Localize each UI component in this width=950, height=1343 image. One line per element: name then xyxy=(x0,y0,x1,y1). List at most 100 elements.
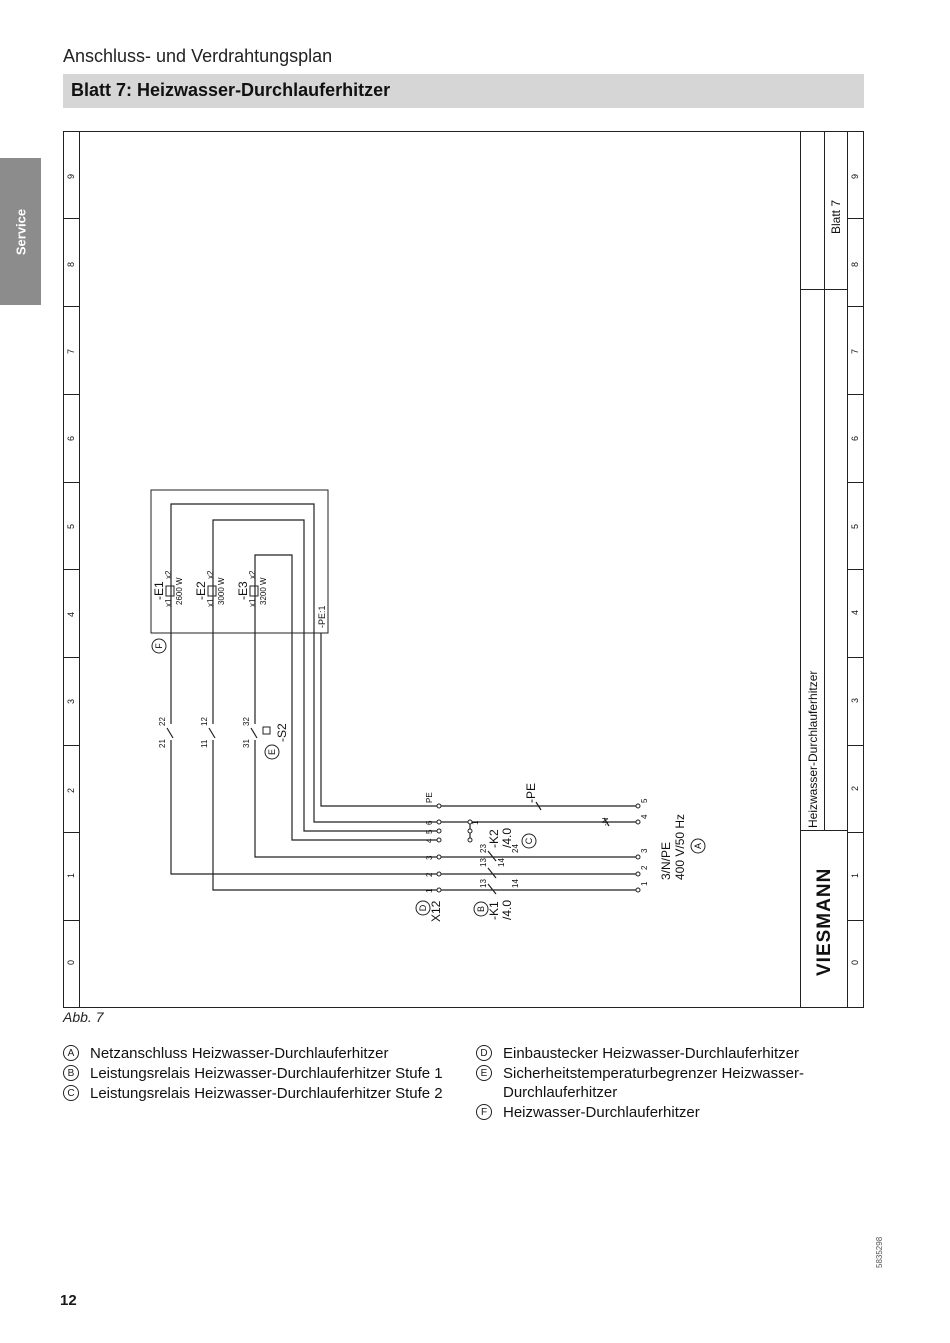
legend-text: Heizwasser-Durchlauferhitzer xyxy=(503,1104,700,1121)
grid-number: 1 xyxy=(66,873,76,878)
heater-terminal-x1: x1 xyxy=(164,598,173,607)
grid-number: 3 xyxy=(850,698,860,703)
sheet-title: Blatt 7: Heizwasser-Durchlauferhitzer xyxy=(71,80,391,100)
marker-letter: F xyxy=(154,643,164,649)
grid-number: 2 xyxy=(66,788,76,793)
terminal-number: 6 xyxy=(425,820,434,825)
n-label: -N xyxy=(601,817,610,826)
legend-item: A Netzanschluss Heizwasser-Durchlauferhi… xyxy=(63,1044,443,1063)
heater-name: -E3 xyxy=(236,581,250,600)
title-block-description: Heizwasser-Durchlauferhitzer xyxy=(806,671,820,828)
legend-text: Leistungsrelais Heizwasser-Durchlauferhi… xyxy=(90,1065,443,1082)
grid-number: 7 xyxy=(850,349,860,354)
grid-number: 4 xyxy=(850,610,860,615)
x12-label: X12 xyxy=(429,900,443,922)
terminal-number: 24 xyxy=(511,844,520,853)
service-side-tab[interactable]: Service xyxy=(0,158,41,305)
legend-text: Netzanschluss Heizwasser-Durchlauferhitz… xyxy=(90,1045,389,1062)
grid-number: 5 xyxy=(850,524,860,529)
terminal-number: 4 xyxy=(425,838,434,843)
heater-terminal-x2: x2 xyxy=(164,570,173,579)
k1-label: -K1 xyxy=(487,901,501,920)
marker-letter: A xyxy=(693,843,703,849)
legend-letter: D xyxy=(476,1045,492,1061)
heating-element-symbol xyxy=(165,585,175,597)
legend-letter: C xyxy=(63,1085,79,1101)
section-title: Anschluss- und Verdrahtungsplan xyxy=(63,46,333,66)
grid-numbers-left: 0 1 2 3 4 5 6 7 8 9 xyxy=(66,174,76,965)
title-block-sheet: Blatt 7 xyxy=(829,200,843,234)
k1-ref: /4.0 xyxy=(500,900,514,920)
contact-terminal: 32 xyxy=(242,717,251,726)
heater-box xyxy=(150,489,329,634)
heater-power: 3000 W xyxy=(217,577,226,605)
supply-terminal-labels: 1 2 3 4 5 xyxy=(640,798,649,886)
terminal-number: 5 xyxy=(640,798,649,803)
figure-label: Abb. 7 xyxy=(63,1009,104,1025)
diagram-frame xyxy=(63,131,864,1008)
marker-c: C xyxy=(521,833,537,849)
wires xyxy=(170,503,638,891)
marker-e: E xyxy=(264,744,280,760)
grid-number: 8 xyxy=(66,262,76,267)
marker-letter: C xyxy=(524,837,534,844)
supply-spec-line2: 400 V/50 Hz xyxy=(673,814,687,880)
marker-letter: E xyxy=(267,749,277,755)
grid-number: 6 xyxy=(850,436,860,441)
s2-label: -S2 xyxy=(275,723,289,742)
x12-terminal-dots xyxy=(436,803,442,893)
marker-letter: D xyxy=(418,904,428,911)
supply-terminal-dots xyxy=(635,803,641,893)
terminal-number: PE xyxy=(425,792,434,803)
legend-item: B Leistungsrelais Heizwasser-Durchlaufer… xyxy=(63,1064,443,1083)
heater-terminal-x1: x1 xyxy=(206,598,215,607)
heater-power: 3200 W xyxy=(259,577,268,605)
k2-terminal-labels: 23 24 1 xyxy=(471,820,520,853)
contact-terminal: 31 xyxy=(242,739,251,748)
grid-number: 3 xyxy=(66,699,76,704)
legend-text: Sicherheitstemperaturbegrenzer Heizwasse… xyxy=(503,1065,804,1101)
page-number: 12 xyxy=(60,1292,77,1309)
terminal-number: 5 xyxy=(425,829,434,834)
grid-number: 1 xyxy=(850,873,860,878)
legend-letter: B xyxy=(63,1065,79,1081)
legend-item: E Sicherheitstemperaturbegrenzer Heizwas… xyxy=(476,1064,856,1102)
legend-text: Einbaustecker Heizwasser-Durchlauferhitz… xyxy=(503,1045,799,1062)
legend-letter: E xyxy=(476,1065,492,1081)
grid-numbers-right: 0 1 2 3 4 5 6 7 8 9 xyxy=(850,174,860,965)
heating-element-symbol xyxy=(249,585,259,597)
heater-terminal-x2: x2 xyxy=(248,570,257,579)
terminal-number: 2 xyxy=(640,865,649,870)
terminal-number: 3 xyxy=(425,855,434,860)
heating-element-symbol xyxy=(207,585,217,597)
terminal-number: 14 xyxy=(511,879,520,888)
terminal-number: 13 xyxy=(479,879,488,888)
marker-a: A xyxy=(690,838,706,854)
terminal-number: 1 xyxy=(471,820,480,825)
legend-text: Leistungsrelais Heizwasser-Durchlauferhi… xyxy=(90,1085,443,1102)
brand-logo: VIESMANN xyxy=(814,868,835,976)
grid-number: 2 xyxy=(850,786,860,791)
x12-terminal-labels: 1 2 3 4 5 6 PE xyxy=(425,792,434,893)
terminal-number: 3 xyxy=(640,848,649,853)
grid-number: 4 xyxy=(66,612,76,617)
terminal-number: 13 xyxy=(479,858,488,867)
grid-number: 7 xyxy=(66,349,76,354)
relay-dots xyxy=(467,819,473,843)
sheet-title-bar: Blatt 7: Heizwasser-Durchlauferhitzer xyxy=(63,74,864,108)
grid-number: 6 xyxy=(66,436,76,441)
marker-f: F xyxy=(151,638,167,654)
k2-ref: /4.0 xyxy=(500,828,514,848)
k2-label: -K2 xyxy=(487,829,501,848)
heater-e1: -E1 x1 x2 2600 W xyxy=(152,570,184,607)
legend-item: F Heizwasser-Durchlauferhitzer xyxy=(476,1103,856,1122)
marker-d: D xyxy=(415,900,431,916)
heater-terminal-x2: x2 xyxy=(206,570,215,579)
contact-switches xyxy=(166,727,610,895)
terminal-number: 14 xyxy=(497,858,506,867)
terminal-number: 1 xyxy=(640,881,649,886)
legend-letter: F xyxy=(476,1104,492,1120)
heater-e2: -E2 x1 x2 3000 W xyxy=(194,570,226,607)
grid-number: 8 xyxy=(850,262,860,267)
